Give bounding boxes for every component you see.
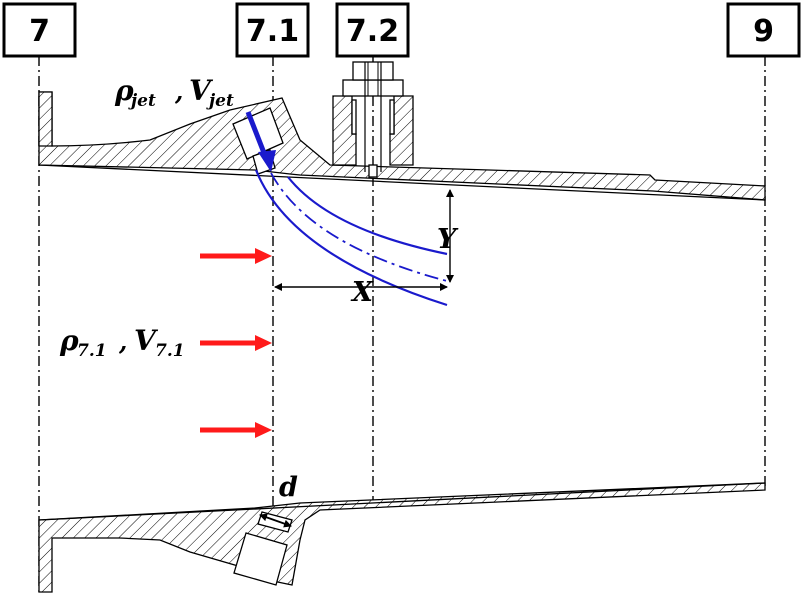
jet-rho-symbol: ρ [114, 74, 134, 107]
main-rho-symbol: ρ [59, 324, 79, 357]
d-dimension-arrow [259, 513, 292, 528]
upper-wall [38, 91, 766, 201]
jet-trajectory [254, 169, 448, 307]
jet-comma: , [174, 77, 183, 106]
crossflow-arrow-bottom [200, 422, 272, 438]
jet-v-symbol: V [189, 74, 214, 107]
crossflow-properties-label: ρ 7.1 , V 7.1 [59, 324, 185, 361]
station-box-9: 9 [726, 2, 801, 58]
jet-properties-label: ρ jet , V jet [114, 74, 234, 111]
main-comma: , [118, 327, 127, 356]
lower-wall [38, 482, 766, 593]
station-box-7-2: 7.2 [335, 2, 410, 58]
x-dimension-label: X [350, 277, 374, 308]
main-v-subscript: 7.1 [155, 341, 185, 361]
station-label-7-2: 7.2 [346, 14, 399, 49]
station-box-7-1: 7.1 [235, 2, 310, 58]
main-v-symbol: V [134, 324, 159, 357]
lower-duct-line [38, 482, 766, 521]
station-box-7: 7 [2, 2, 77, 58]
jet-v-subscript: jet [206, 91, 234, 111]
probe-fixture [332, 61, 414, 178]
station-label-9: 9 [753, 14, 774, 49]
upper-duct-line [38, 164, 766, 201]
station-label-7-1: 7.1 [246, 14, 299, 49]
d-dimension-label: d [279, 472, 298, 503]
crossflow-arrow-middle [200, 335, 272, 351]
station-label-7: 7 [29, 14, 50, 49]
y-dimension-label: Y [437, 224, 459, 255]
upper-flange [38, 91, 53, 147]
crossflow-arrow-top [200, 248, 272, 264]
jet-inflow-arrow [245, 111, 276, 172]
main-rho-subscript: 7.1 [77, 341, 107, 361]
jet-rho-subscript: jet [128, 91, 156, 111]
